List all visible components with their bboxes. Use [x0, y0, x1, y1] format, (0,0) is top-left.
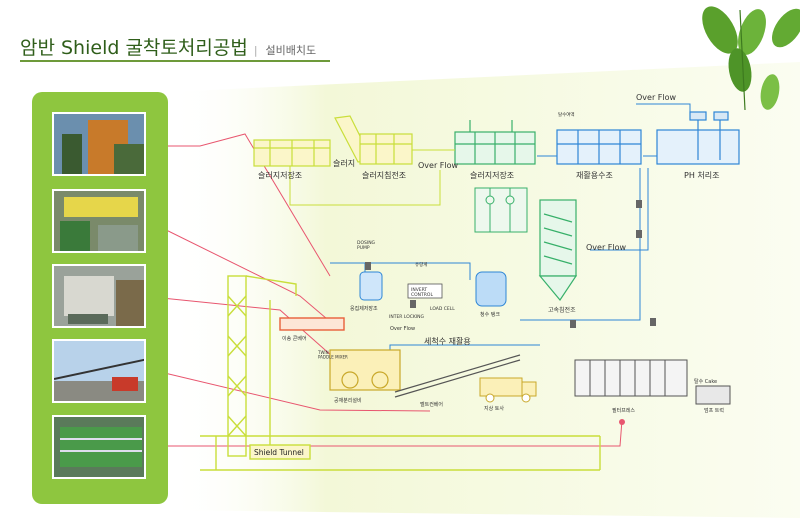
label-dewater-note: 탈수여액	[558, 111, 575, 118]
sludge-settling-tank	[334, 115, 413, 165]
title-separator: |	[253, 44, 258, 57]
clean-water-tank	[475, 271, 507, 307]
photo-2	[52, 189, 146, 253]
label-belt-conveyor: 벨트컨베어	[420, 401, 443, 408]
title-underline	[20, 60, 330, 62]
label-over-flow-top: Over Flow	[636, 93, 677, 102]
label-over-flow-small: Over Flow	[390, 326, 415, 332]
label-chem-tank: 응집제저장조	[350, 305, 378, 312]
label-load-cell: LOAD CELL	[430, 306, 455, 312]
label-inter-locking: INTER LOCKING	[389, 314, 425, 320]
filter-press	[574, 359, 688, 397]
dump-truck	[479, 377, 537, 403]
label-screen-conveyor: 이송 콘베어	[282, 335, 307, 342]
shaft-structure	[227, 275, 297, 457]
label-wash-recycle: 세척수 재활용	[424, 336, 471, 346]
shield-tunnel	[200, 435, 601, 471]
label-sludge: 슬러지	[333, 158, 355, 168]
separator-unit	[329, 349, 401, 391]
high-speed-settling-tank	[538, 199, 578, 302]
label-water-tank: 청수 탱크	[480, 311, 500, 318]
label-sludge-tank-2: 슬러지저장조	[470, 170, 514, 180]
label-over-flow-mid: Over Flow	[586, 243, 627, 252]
photo-2-image	[54, 191, 144, 251]
title-text: 암반 Shield 굴착토처리공법	[20, 37, 248, 59]
chemical-storage-tank	[359, 271, 383, 301]
ph-treatment-tank	[656, 111, 740, 165]
photo-1-image	[54, 114, 144, 174]
cake-box	[695, 385, 731, 405]
sludge-return-lines	[289, 149, 455, 206]
label-separator-unit: 공재분리설비	[334, 397, 362, 404]
label-high-speed-settling: 고속침전조	[548, 306, 576, 314]
valve-icons	[365, 200, 656, 328]
control-box	[407, 283, 443, 299]
label-recycle-tank: 재활용수조	[576, 170, 613, 180]
label-flow-meter: 유량계	[415, 261, 427, 268]
sludge-storage-tank-1	[253, 139, 331, 167]
label-dump-truck: 덤프 트럭	[704, 407, 724, 414]
polymer-mixer-unit	[474, 187, 528, 233]
title-subtitle: 설비배치도	[265, 44, 317, 57]
photo-5	[52, 415, 146, 479]
photo-4	[52, 339, 146, 403]
photo-5-image	[54, 417, 144, 477]
label-shield-tunnel: Shield Tunnel	[254, 448, 304, 457]
transfer-conveyor	[279, 317, 345, 331]
label-sludge-tank-1: 슬러지저장조	[258, 170, 302, 180]
label-over-flow-1: Over Flow	[418, 161, 459, 170]
page-title: 암반 Shield 굴착토처리공법 | 설비배치도	[20, 33, 316, 60]
photo-3	[52, 264, 146, 328]
belt-conveyor	[394, 354, 521, 398]
photo-4-image	[54, 341, 144, 401]
label-sludge-settling: 슬러지침전조	[362, 170, 406, 180]
label-ph-tank: PH 처리조	[684, 171, 719, 180]
label-dump: 지상 토사	[484, 405, 504, 412]
label-filter-press: 필터프레스	[612, 407, 635, 414]
leaf-icon	[702, 6, 800, 111]
recycle-water-tank	[556, 129, 642, 165]
sludge-storage-tank-2	[454, 120, 536, 165]
label-dewater-cake: 탈수 Cake	[694, 378, 717, 385]
photo-1	[52, 112, 146, 176]
photo-3-image	[54, 266, 144, 326]
